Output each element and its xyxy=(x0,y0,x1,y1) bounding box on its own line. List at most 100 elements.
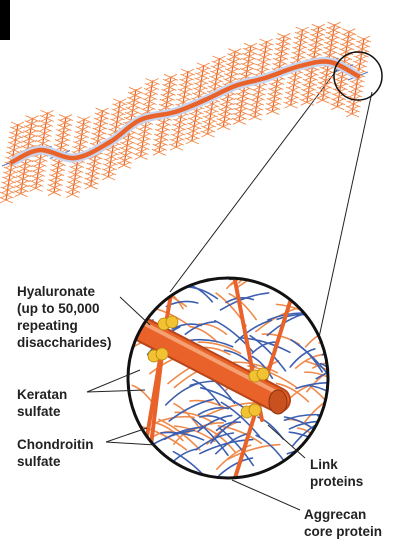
bristle-chain xyxy=(334,83,347,91)
bristle-chain xyxy=(128,91,142,99)
bristle-chain xyxy=(277,38,290,45)
bristle-chain xyxy=(96,107,109,115)
leader-link xyxy=(267,424,306,459)
bristle-chain xyxy=(33,159,46,167)
bristle-chain xyxy=(181,73,194,81)
bristle-chain xyxy=(113,103,126,111)
bristle-chain xyxy=(193,87,206,95)
bristle-chain xyxy=(342,33,355,41)
bristle-chain xyxy=(110,118,124,126)
bristle-chain xyxy=(194,82,207,90)
keratan-chain xyxy=(232,361,279,374)
bristle-chain xyxy=(266,108,279,115)
bristle-chain xyxy=(75,131,89,138)
bristle-chain xyxy=(205,105,218,113)
bristle-chain xyxy=(206,100,219,108)
bristle-chain xyxy=(30,174,44,182)
label-link-proteins: Link proteins xyxy=(310,457,364,489)
bristle-chain xyxy=(105,153,118,161)
keratan-chain xyxy=(184,422,224,436)
bristle-chain xyxy=(275,48,289,55)
bristle-chain xyxy=(276,43,289,50)
chondroitin-chain xyxy=(316,414,328,430)
bristle-chain xyxy=(300,98,313,106)
bristle-chain xyxy=(17,170,30,178)
bristle-chain xyxy=(291,56,304,64)
bristle-chain xyxy=(270,83,283,90)
bristle-chain xyxy=(139,123,152,130)
chondroitin-chain xyxy=(195,432,235,451)
bristle-chain xyxy=(234,107,247,115)
bristle-chain xyxy=(58,119,72,126)
chondroitin-chain xyxy=(218,457,254,477)
bristle-chain xyxy=(91,137,104,145)
bristle-chain xyxy=(260,38,273,46)
bristle-chain xyxy=(29,184,42,192)
bristle-chain xyxy=(70,166,83,173)
bristle-chain xyxy=(353,60,367,68)
bristle-chain xyxy=(50,169,64,176)
chondroitin-chain xyxy=(215,421,242,432)
chondroitin-chain xyxy=(197,414,233,433)
chondroitin-chain xyxy=(249,334,287,372)
label-aggrecan-core-protein: Aggrecan core protein xyxy=(304,507,383,539)
chondroitin-chain xyxy=(251,355,274,380)
bristle-chain xyxy=(86,167,100,175)
bristle-chain xyxy=(320,71,333,79)
bristle-chain xyxy=(316,96,329,104)
bristle-chain xyxy=(237,87,250,95)
bristle-chain xyxy=(47,189,61,196)
bristle-chain xyxy=(202,125,215,133)
bristle-chain xyxy=(303,78,317,86)
zoom-line-right xyxy=(317,91,373,343)
keratan-chain xyxy=(325,408,328,419)
bristle-chain xyxy=(170,138,184,146)
chondroitin-chain xyxy=(296,343,323,373)
bristle-chain xyxy=(143,93,157,100)
aggrecan-bristle xyxy=(283,26,310,109)
bristle-chain xyxy=(355,50,368,58)
bristle-chain xyxy=(249,108,262,116)
bristle-chain xyxy=(3,171,17,179)
bristle-chain xyxy=(66,186,80,193)
bristle-chain xyxy=(179,83,192,91)
chondroitin-chain xyxy=(289,348,316,368)
bristle-chain xyxy=(212,60,225,68)
bristle-chain xyxy=(111,113,125,121)
bristle-chain xyxy=(185,137,198,145)
bristle-chain xyxy=(236,92,250,100)
bristle-chain xyxy=(4,166,17,174)
bristle-chain xyxy=(74,141,87,148)
link-protein xyxy=(165,315,179,329)
bristle-chain xyxy=(220,103,233,111)
bristle-chain xyxy=(94,117,108,125)
bristle-chain xyxy=(292,51,305,59)
bristle-chain xyxy=(50,174,63,181)
bristle-chain xyxy=(114,98,127,106)
bristle-chain xyxy=(121,136,135,144)
bristle-chain xyxy=(93,122,107,130)
bristle-chain xyxy=(295,31,308,39)
keratan-chain xyxy=(188,325,218,343)
keratan-chain xyxy=(173,402,201,430)
chondroitin-chain xyxy=(238,336,291,354)
bristle-chain xyxy=(138,128,151,135)
bristle-chain xyxy=(155,128,169,136)
link-protein xyxy=(248,403,262,417)
bristle-chain xyxy=(49,179,62,186)
bristle-chain xyxy=(241,62,254,70)
bristle-chain xyxy=(258,53,271,61)
bristle-chain xyxy=(126,106,139,114)
bristle-chain xyxy=(9,136,22,144)
bristle-chain xyxy=(155,133,168,141)
bristle-chain xyxy=(286,86,300,94)
bristle-chain xyxy=(188,117,202,125)
bristle-chain xyxy=(39,119,53,127)
chondroitin-chain xyxy=(220,401,261,438)
bristle-chain xyxy=(163,83,176,91)
bristle-chain xyxy=(93,127,106,135)
bristle-chain xyxy=(224,78,237,86)
bristle-chain xyxy=(189,112,202,120)
bristle-chain xyxy=(350,80,363,88)
chondroitin-chain xyxy=(319,362,328,383)
